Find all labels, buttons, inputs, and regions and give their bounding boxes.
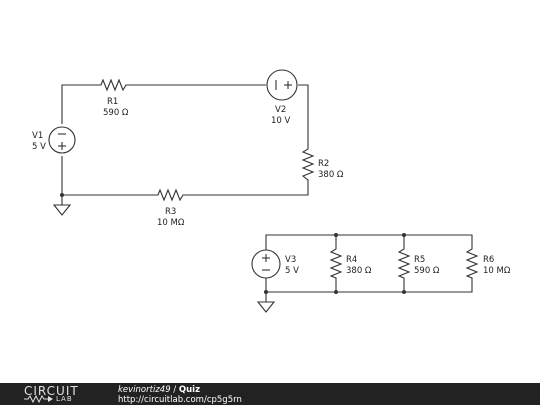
r2-name: R2 <box>318 159 329 169</box>
footer-bar: CIRCUIT LAB kevinortiz49 / Quiz http://c… <box>0 383 540 405</box>
wire-bottom-rail <box>265 278 473 293</box>
r3-value: 10 MΩ <box>157 218 185 228</box>
r5-name: R5 <box>414 255 425 265</box>
r4-value: 380 Ω <box>346 266 372 276</box>
resistor-r2[interactable]: R2 380 Ω <box>301 145 344 184</box>
ground-symbol-1 <box>52 204 72 216</box>
wire-v2-r2 <box>298 84 309 145</box>
circuit-schematic: V1 5 V R1 590 Ω V2 10 V R2 380 Ω R3 <box>32 69 511 313</box>
r1-name: R1 <box>107 97 118 107</box>
junction-node <box>402 290 406 294</box>
source-v1[interactable]: V1 5 V <box>32 126 76 154</box>
wire-top-rail <box>265 234 473 250</box>
r6-value: 10 MΩ <box>483 266 511 276</box>
title-separator: / <box>170 385 179 395</box>
junction-node <box>334 233 338 237</box>
r6-name: R6 <box>483 255 494 265</box>
r1-value: 590 Ω <box>103 108 129 118</box>
wire-r2-r3 <box>187 184 309 196</box>
logo-lab-text: LAB <box>56 395 73 403</box>
circuit-1: V1 5 V R1 590 Ω V2 10 V R2 380 Ω R3 <box>32 69 344 228</box>
v3-name: V3 <box>285 255 296 265</box>
resistor-r6[interactable]: R6 10 MΩ <box>465 245 511 280</box>
v2-value: 10 V <box>271 116 291 126</box>
junction-node <box>334 290 338 294</box>
v2-name: V2 <box>275 105 286 115</box>
v1-value: 5 V <box>32 142 46 152</box>
wire-left-top <box>61 84 97 124</box>
r5-value: 590 Ω <box>414 266 440 276</box>
circuitlab-logo[interactable]: CIRCUIT <box>24 384 79 398</box>
v1-name: V1 <box>32 131 43 141</box>
r4-name: R4 <box>346 255 357 265</box>
source-v2[interactable]: V2 10 V <box>266 69 298 126</box>
junction-node <box>402 233 406 237</box>
v3-value: 5 V <box>285 266 299 276</box>
circuit-title: Quiz <box>178 385 201 395</box>
resistor-r5[interactable]: R5 590 Ω <box>397 245 440 280</box>
r2-value: 380 Ω <box>318 170 344 180</box>
resistor-r3[interactable]: R3 10 MΩ <box>154 188 187 228</box>
junction-node <box>60 193 64 197</box>
ground-symbol-2 <box>256 301 276 313</box>
junction-node <box>264 290 268 294</box>
r3-name: R3 <box>165 207 176 217</box>
author-link[interactable]: kevinortiz49 <box>118 385 171 395</box>
logo-resistor-icon <box>24 395 53 403</box>
source-v3[interactable]: V3 5 V <box>251 249 299 279</box>
circuit-info: kevinortiz49 / Quiz <box>118 385 200 395</box>
circuit-url-link[interactable]: http://circuitlab.com/cp5g5rn <box>118 395 242 405</box>
resistor-r1[interactable]: R1 590 Ω <box>97 78 130 118</box>
resistor-r4[interactable]: R4 380 Ω <box>329 245 372 280</box>
circuit-2: V3 5 V R4 380 Ω R5 590 Ω R6 10 MΩ <box>251 233 511 313</box>
